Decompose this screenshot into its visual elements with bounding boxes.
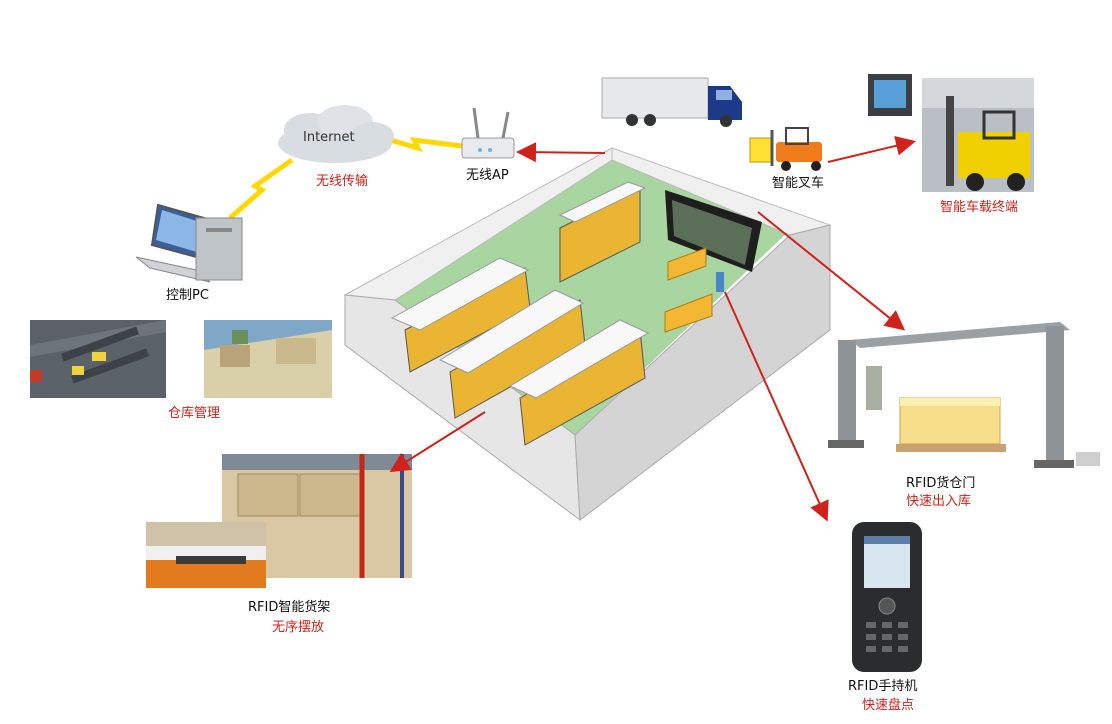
internet-label: Internet — [303, 130, 355, 145]
desktop-pc-icon — [135, 203, 243, 283]
vehicle-terminal-label: 智能车载终端 — [940, 200, 1019, 215]
arrow-door-to-gate — [757, 211, 906, 331]
vehicle-terminal-icon — [868, 74, 1034, 192]
cloud-icon — [278, 105, 394, 163]
arrow-warehouse-to-ap — [516, 142, 606, 163]
forklift-icon — [749, 127, 822, 171]
ap-label: 无线AP — [466, 168, 509, 183]
arrow-person-to-handheld — [724, 291, 829, 522]
warehouse-mgmt-label: 仓库管理 — [168, 406, 221, 421]
rfid-gate-icon — [828, 322, 1100, 468]
rfid-shelf-icon — [146, 454, 412, 588]
shelf-title-label: RFID智能货架 — [248, 600, 331, 615]
warehouse-icon — [343, 147, 832, 522]
shelf-sub-label: 无序摆放 — [272, 620, 325, 635]
arrow-shelf-to-rack — [389, 411, 486, 473]
handheld-sub-label: 快速盘点 — [862, 698, 915, 713]
wireless-link-pc-cloud — [228, 157, 294, 220]
wireless-ap-icon — [461, 107, 515, 159]
wireless-link-cloud-ap — [389, 136, 463, 152]
gate-title-label: RFID货仓门 — [906, 476, 976, 491]
truck-icon — [601, 77, 742, 127]
wireless-transmission-label: 无线传输 — [316, 174, 369, 189]
pc-label: 控制PC — [166, 288, 209, 303]
gate-sub-label: 快速出入库 — [906, 494, 972, 509]
warehouse-aerial-icon — [204, 320, 332, 398]
handheld-reader-icon — [852, 522, 922, 672]
warehouse-map-icon — [30, 320, 166, 398]
arrow-forklift-to-terminal — [827, 135, 916, 163]
handheld-title-label: RFID手持机 — [848, 679, 918, 694]
forklift-label: 智能叉车 — [772, 176, 825, 191]
